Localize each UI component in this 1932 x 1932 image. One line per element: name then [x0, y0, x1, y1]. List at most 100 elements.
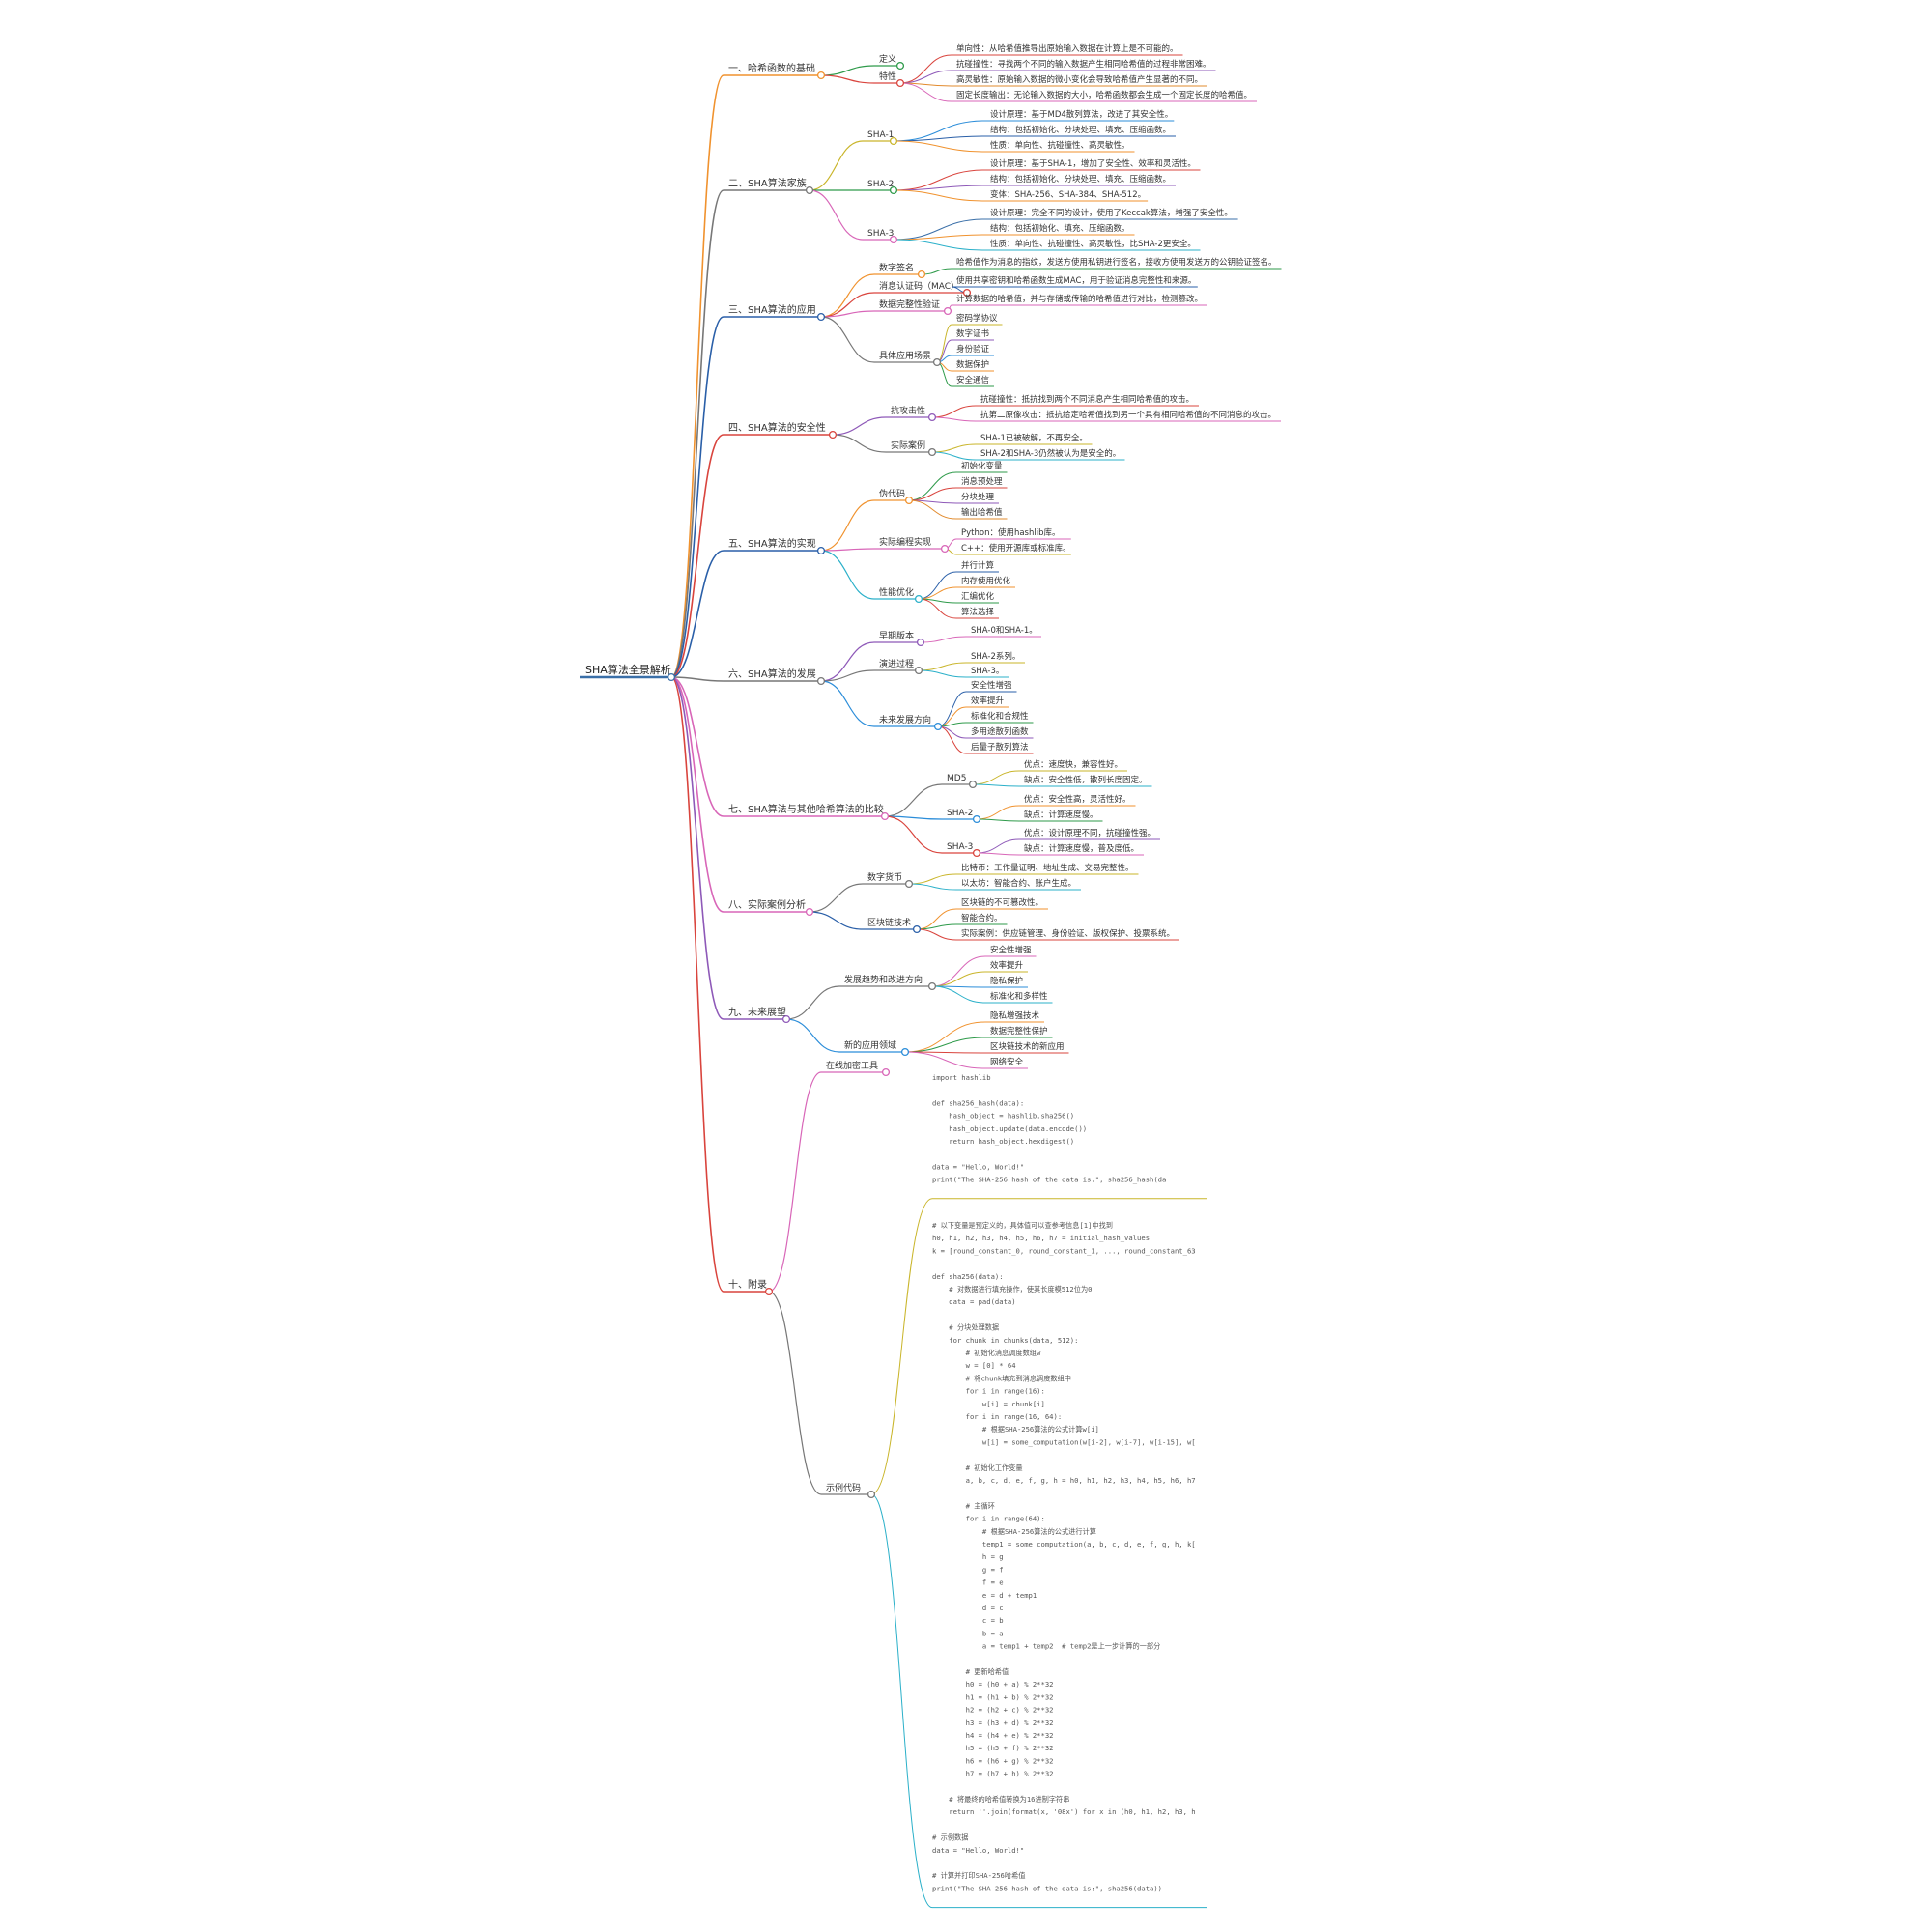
leaf-node[interactable]: SHA-2和SHA-3仍然被认为是安全的。 — [976, 448, 1125, 461]
subtopic-node-toggle[interactable] — [972, 814, 981, 824]
subtopic-node-toggle[interactable] — [889, 185, 898, 195]
subtopic-node-toggle[interactable] — [927, 412, 937, 422]
subtopic-node-toggle[interactable] — [916, 638, 925, 647]
subtopic-node-toggle[interactable] — [927, 447, 937, 457]
leaf-node[interactable]: 安全通信 — [952, 375, 994, 387]
leaf-node[interactable]: 算法选择 — [956, 607, 999, 619]
branch-node-toggle[interactable] — [781, 1014, 791, 1024]
subtopic-node-toggle[interactable] — [962, 288, 972, 298]
subtopic-node[interactable]: 实际编程实现 — [874, 536, 950, 554]
leaf-node[interactable]: 优点：速度快，兼容性好。 — [1019, 759, 1127, 772]
branch-node[interactable]: 七、SHA算法与其他哈希算法的比较 — [724, 803, 890, 821]
subtopic-node-toggle[interactable] — [940, 544, 950, 554]
leaf-node[interactable]: 计算数据的哈希值，并与存储或传输的哈希值进行对比，检测篡改。 — [952, 294, 1208, 306]
leaf-node[interactable]: 内存使用优化 — [956, 576, 1015, 588]
leaf-node[interactable]: 实际案例：供应链管理、身份验证、版权保护、投票系统。 — [956, 928, 1179, 941]
subtopic-node-toggle[interactable] — [972, 848, 981, 858]
leaf-node[interactable]: 安全性增强 — [985, 945, 1037, 957]
subtopic-node[interactable]: SHA-3 — [863, 229, 898, 244]
subtopic-node[interactable]: 数字货币 — [863, 871, 914, 889]
branch-node[interactable]: 三、SHA算法的应用 — [724, 303, 826, 322]
subtopic-node[interactable]: 发展趋势和改进方向 — [839, 974, 937, 991]
leaf-node[interactable]: 后量子散列算法 — [966, 742, 1034, 754]
subtopic-node-toggle[interactable] — [900, 1047, 910, 1057]
leaf-node[interactable]: SHA-1已被破解，不再安全。 — [976, 433, 1093, 445]
subtopic-node[interactable]: MD5 — [942, 774, 978, 789]
leaf-node[interactable]: 缺点：计算速度慢，普及度低。 — [1019, 843, 1144, 856]
leaf-node[interactable]: SHA-2系列。 — [966, 651, 1025, 664]
subtopic-node[interactable]: SHA-2 — [942, 809, 981, 824]
leaf-node[interactable]: 隐私保护 — [985, 976, 1028, 988]
leaf-node[interactable]: 安全性增强 — [966, 680, 1017, 693]
subtopic-node-toggle[interactable] — [904, 496, 914, 505]
leaf-node[interactable]: 消息预处理 — [956, 476, 1008, 489]
subtopic-node[interactable]: 定义 — [874, 53, 905, 71]
subtopic-node-toggle[interactable] — [927, 981, 937, 991]
branch-node[interactable]: 二、SHA算法家族 — [724, 177, 814, 195]
leaf-node[interactable]: 性质：单向性、抗碰撞性、高灵敏性。 — [985, 140, 1135, 153]
subtopic-node-toggle[interactable] — [895, 78, 905, 88]
leaf-node[interactable]: 标准化和合规性 — [966, 711, 1034, 724]
leaf-node[interactable]: 数据完整性保护 — [985, 1026, 1053, 1038]
subtopic-node[interactable]: 示例代码 — [821, 1482, 876, 1499]
subtopic-node[interactable]: 数据完整性验证 — [874, 298, 952, 316]
branch-node[interactable]: 六、SHA算法的发展 — [724, 668, 826, 686]
leaf-node[interactable]: 数字证书 — [952, 328, 994, 341]
leaf-node[interactable]: 多用途散列函数 — [966, 726, 1034, 739]
subtopic-node-toggle[interactable] — [943, 306, 952, 316]
leaf-node[interactable]: 设计原理：基于SHA-1，增加了安全性、效率和灵活性。 — [985, 158, 1201, 171]
subtopic-node-toggle[interactable] — [867, 1490, 876, 1499]
subtopic-node-toggle[interactable] — [889, 136, 898, 146]
leaf-node[interactable]: 固定长度输出：无论输入数据的大小，哈希函数都会生成一个固定长度的哈希值。 — [952, 90, 1257, 102]
leaf-node[interactable]: 使用共享密钥和哈希函数生成MAC，用于验证消息完整性和来源。 — [952, 275, 1198, 288]
subtopic-node[interactable]: 消息认证码（MAC） — [874, 280, 972, 298]
subtopic-node-toggle[interactable] — [889, 235, 898, 244]
branch-node[interactable]: 九、未来展望 — [724, 1006, 791, 1024]
subtopic-node[interactable]: 数字签名 — [874, 262, 926, 279]
leaf-node[interactable]: SHA-3。 — [966, 667, 1009, 678]
branch-node[interactable]: 八、实际案例分析 — [724, 898, 814, 917]
leaf-node[interactable]: 并行计算 — [956, 560, 999, 573]
leaf-node[interactable]: 网络安全 — [985, 1057, 1028, 1069]
root-node[interactable]: SHA算法全景解析 — [580, 663, 676, 682]
leaf-node[interactable]: 设计原理：基于MD4散列算法，改进了其安全性。 — [985, 109, 1175, 122]
leaf-node[interactable]: 缺点：计算速度慢。 — [1019, 810, 1103, 822]
leaf-node[interactable]: 隐私增强技术 — [985, 1010, 1044, 1023]
leaf-node[interactable]: Python：使用hashlib库。 — [956, 527, 1071, 540]
branch-node-toggle[interactable] — [816, 546, 826, 555]
branch-node-toggle[interactable] — [805, 907, 814, 917]
subtopic-node-toggle[interactable] — [968, 780, 978, 789]
subtopic-node-toggle[interactable] — [912, 924, 922, 934]
leaf-node[interactable]: C++：使用开源库或标准库。 — [956, 543, 1071, 555]
leaf-node[interactable]: 优点：安全性高，灵活性好。 — [1019, 794, 1136, 807]
leaf-node[interactable]: 设计原理：完全不同的设计，使用了Keccak算法，增强了安全性。 — [985, 208, 1238, 220]
subtopic-node[interactable]: 早期版本 — [874, 630, 925, 647]
leaf-node[interactable]: 高灵敏性：原始输入数据的微小变化会导致哈希值产生显著的不同。 — [952, 74, 1208, 87]
subtopic-node-toggle[interactable] — [932, 357, 942, 367]
subtopic-node-toggle[interactable] — [914, 666, 923, 675]
subtopic-node[interactable]: SHA-2 — [863, 180, 898, 195]
subtopic-node[interactable]: 实际案例 — [886, 440, 937, 457]
subtopic-node[interactable]: SHA-3 — [942, 842, 981, 858]
leaf-node[interactable]: 哈希值作为消息的指纹，发送方使用私钥进行签名，接收方使用发送方的公钥验证签名。 — [952, 257, 1282, 270]
leaf-node[interactable]: 结构：包括初始化、分块处理、填充、压缩函数。 — [985, 125, 1176, 137]
branch-node-toggle[interactable] — [828, 430, 838, 440]
subtopic-node[interactable]: SHA-1 — [863, 130, 898, 146]
subtopic-node-toggle[interactable] — [881, 1067, 891, 1077]
leaf-node[interactable]: 汇编优化 — [956, 591, 999, 604]
leaf-node[interactable]: 抗碰撞性：抵抗找到两个不同消息产生相同哈希值的攻击。 — [976, 394, 1199, 407]
subtopic-node[interactable]: 新的应用领域 — [839, 1039, 910, 1057]
leaf-node[interactable]: 抗碰撞性：寻找两个不同的输入数据产生相同哈希值的过程非常困难。 — [952, 59, 1216, 71]
leaf-node[interactable]: 比特币：工作量证明、地址生成、交易完整性。 — [956, 863, 1139, 875]
leaf-node[interactable]: 分块处理 — [956, 492, 999, 504]
branch-node-toggle[interactable] — [816, 312, 826, 322]
branch-node-toggle[interactable] — [880, 811, 890, 821]
subtopic-node-toggle[interactable] — [904, 879, 914, 889]
subtopic-node-toggle[interactable] — [917, 270, 926, 279]
branch-node[interactable]: 十、附录 — [724, 1278, 774, 1296]
leaf-node[interactable]: 单向性：从哈希值推导出原始输入数据在计算上是不可能的。 — [952, 43, 1183, 56]
leaf-node[interactable]: 缺点：安全性低，散列长度固定。 — [1019, 775, 1152, 787]
subtopic-node-toggle[interactable] — [933, 722, 943, 731]
subtopic-node[interactable]: 在线加密工具 — [821, 1060, 891, 1077]
leaf-node[interactable]: 效率提升 — [966, 696, 1009, 708]
